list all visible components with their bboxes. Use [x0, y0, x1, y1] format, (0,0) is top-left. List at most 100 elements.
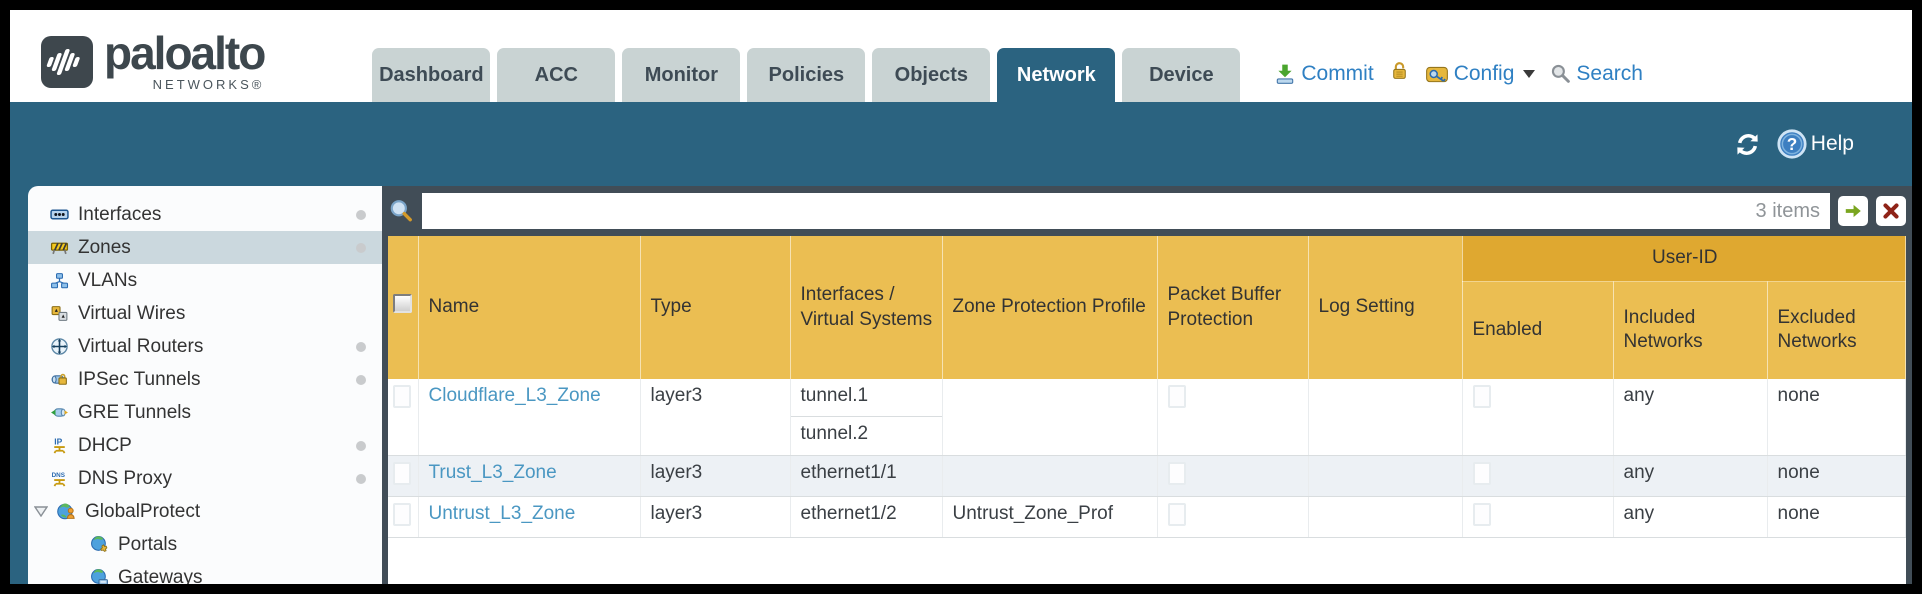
tab-objects[interactable]: Objects	[872, 48, 991, 102]
item-dot	[356, 473, 366, 484]
tab-acc[interactable]: ACC	[497, 48, 616, 102]
apply-filter-button[interactable]	[1838, 196, 1868, 226]
table-row: Trust_L3_Zone layer3 ethernet1/1 any non…	[388, 455, 1906, 497]
config-icon	[1425, 66, 1448, 82]
sidebar-item-virtual-routers[interactable]: Virtual Routers	[28, 330, 382, 363]
interfaces-cell: ethernet1/2	[790, 496, 943, 538]
virtual-wires-icon	[51, 306, 68, 321]
main-area: Interfaces Zones VLANs	[10, 186, 1912, 584]
sidebar-item-vlans[interactable]: VLANs	[28, 264, 382, 297]
globalprotect-icon	[57, 503, 75, 520]
zone-protection-cell: Untrust_Zone_Prof	[942, 496, 1158, 538]
vlans-icon	[51, 273, 69, 289]
zones-table: Name Type Interfaces / Virtual Systems Z…	[388, 236, 1906, 538]
item-dot	[356, 242, 366, 253]
col-header-interfaces[interactable]: Interfaces / Virtual Systems	[790, 236, 943, 379]
clear-filter-button[interactable]	[1876, 196, 1906, 226]
sidebar-item-ipsec-tunnels[interactable]: IPSec Tunnels	[28, 363, 382, 396]
item-dot	[356, 440, 366, 451]
gre-tunnels-icon	[51, 408, 68, 417]
portals-icon	[91, 536, 108, 552]
commit-button[interactable]: Commit	[1274, 62, 1374, 86]
zone-name-link[interactable]: Trust_L3_Zone	[428, 462, 557, 483]
zone-name-link[interactable]: Cloudflare_L3_Zone	[428, 385, 601, 406]
col-header-enabled[interactable]: Enabled	[1462, 281, 1614, 379]
svg-text:DNS: DNS	[52, 472, 65, 479]
included-networks-cell: any	[1613, 496, 1768, 538]
zone-protection-cell	[942, 379, 1158, 456]
col-header-log-setting[interactable]: Log Setting	[1308, 236, 1463, 379]
col-header-packet-buffer[interactable]: Packet Buffer Protection	[1157, 236, 1309, 379]
lock-icon	[1392, 62, 1406, 79]
tab-device[interactable]: Device	[1122, 48, 1241, 102]
sidebar-item-gre-tunnels[interactable]: GRE Tunnels	[28, 396, 382, 429]
interfaces-icon	[50, 209, 69, 220]
sidebar-item-globalprotect[interactable]: GlobalProtect	[28, 495, 382, 528]
col-header-type[interactable]: Type	[640, 236, 791, 379]
sidebar-item-dhcp[interactable]: IP DHCP	[28, 429, 382, 462]
sidebar-item-portals[interactable]: Portals	[28, 528, 382, 561]
packet-buffer-checkbox[interactable]	[1167, 462, 1186, 485]
excluded-networks-cell: none	[1767, 455, 1906, 497]
sidebar-item-zones[interactable]: Zones	[28, 231, 382, 264]
table-row: Cloudflare_L3_Zone layer3 tunnel.1 tunne…	[388, 379, 1906, 456]
ipsec-tunnels-icon	[51, 373, 67, 385]
excluded-networks-cell: none	[1767, 379, 1906, 456]
filter-bar: 3 items	[388, 193, 1906, 229]
zone-name-link[interactable]: Untrust_L3_Zone	[428, 503, 576, 524]
lock-button[interactable]	[1389, 60, 1410, 87]
col-header-included-networks[interactable]: Included Networks	[1613, 281, 1768, 379]
tab-dashboard[interactable]: Dashboard	[372, 48, 491, 102]
user-id-enabled-checkbox[interactable]	[1472, 503, 1491, 526]
select-all-checkbox[interactable]	[393, 294, 412, 314]
brand: paloalto NETWORKS®	[40, 27, 266, 92]
col-header-excluded-networks[interactable]: Excluded Networks	[1767, 281, 1906, 379]
brand-subtitle: NETWORKS®	[152, 77, 265, 92]
col-header-name[interactable]: Name	[418, 236, 641, 379]
filter-input[interactable]	[432, 193, 1746, 229]
global-search-button[interactable]: Search	[1550, 62, 1643, 86]
item-dot	[356, 374, 366, 385]
sidebar-item-dns-proxy[interactable]: DNS DNS Proxy	[28, 462, 382, 495]
tab-monitor[interactable]: Monitor	[622, 48, 741, 102]
sidebar-item-gateways[interactable]: Gateways	[28, 561, 382, 584]
item-dot	[356, 209, 366, 220]
row-checkbox[interactable]	[393, 385, 411, 408]
row-checkbox[interactable]	[393, 462, 411, 485]
tab-policies[interactable]: Policies	[747, 48, 866, 102]
packet-buffer-checkbox[interactable]	[1167, 385, 1186, 408]
gateways-icon	[91, 569, 108, 584]
commit-icon	[1277, 64, 1294, 84]
interfaces-cell: tunnel.1 tunnel.2	[790, 379, 943, 456]
sidebar-item-interfaces[interactable]: Interfaces	[28, 198, 382, 231]
help-button[interactable]: ? Help	[1777, 129, 1854, 159]
user-id-enabled-checkbox[interactable]	[1472, 462, 1491, 485]
row-checkbox[interactable]	[393, 503, 411, 526]
dhcp-icon: IP	[53, 436, 66, 454]
paloalto-logo-icon	[41, 36, 93, 89]
user-id-enabled-checkbox[interactable]	[1472, 385, 1491, 408]
zone-protection-cell	[942, 455, 1158, 497]
item-dot	[356, 341, 366, 352]
sub-header-band: ? Help	[10, 102, 1912, 186]
log-setting-cell	[1308, 455, 1463, 497]
sidebar-item-virtual-wires[interactable]: Virtual Wires	[28, 297, 382, 330]
refresh-button[interactable]	[1734, 131, 1761, 158]
interface-entry: tunnel.1	[790, 379, 942, 417]
top-actions: Commit Config	[1274, 60, 1643, 102]
col-header-zone-protection[interactable]: Zone Protection Profile	[942, 236, 1158, 379]
col-group-user-id: User-ID	[1462, 236, 1906, 282]
items-count: 3 items	[1755, 199, 1820, 222]
tab-network[interactable]: Network	[997, 48, 1116, 102]
config-menu-button[interactable]: Config	[1425, 62, 1536, 86]
header-select-all[interactable]	[388, 236, 419, 379]
green-arrow-icon	[1845, 204, 1861, 218]
dns-proxy-icon: DNS	[52, 472, 66, 487]
packet-buffer-checkbox[interactable]	[1167, 503, 1186, 526]
expander-triangle-icon[interactable]	[34, 506, 48, 517]
help-icon: ?	[1777, 129, 1807, 159]
chevron-down-icon	[1523, 69, 1536, 78]
brand-name: paloalto	[104, 27, 266, 80]
zone-type-cell: layer3	[640, 496, 791, 538]
